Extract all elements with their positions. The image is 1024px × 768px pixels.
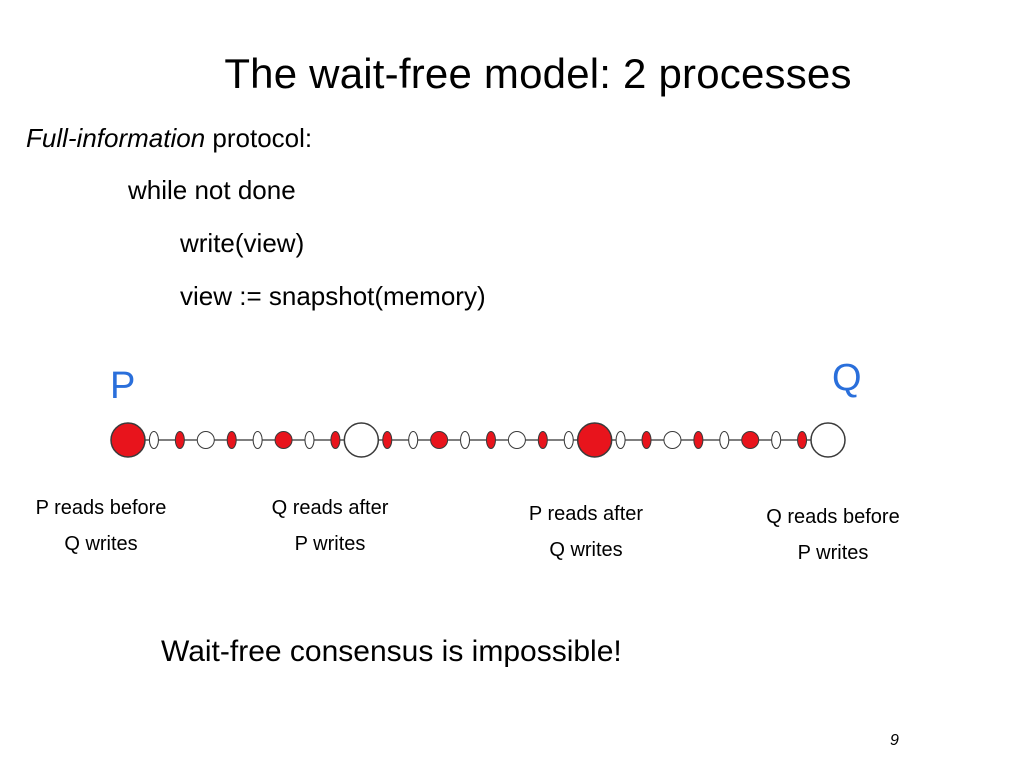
vertex-node-red	[576, 422, 613, 458]
path-node-red	[797, 431, 808, 449]
path-node-white	[719, 431, 730, 449]
caption-line: Q reads after	[271, 497, 389, 519]
process-p-label: P	[110, 365, 136, 407]
caption-line: P reads after	[528, 503, 644, 525]
path-node-red	[226, 431, 237, 449]
path-node-white	[615, 431, 626, 449]
conclusion-text: Wait-free consensus is impossible!	[161, 635, 622, 668]
path-node-red	[741, 431, 760, 449]
path-node-red	[430, 431, 449, 449]
path-node-white	[304, 431, 315, 449]
protocol-intro: Full-information protocol:	[26, 122, 312, 154]
path-node-red	[693, 431, 704, 449]
path-node-red	[641, 431, 652, 449]
path-node-red	[330, 431, 341, 449]
page-number: 9	[890, 732, 899, 749]
code-line-while: while not done	[128, 175, 296, 205]
code-line-write: write(view)	[180, 228, 305, 258]
protocol-name-italic: Full-information	[26, 123, 206, 153]
path-node-red	[485, 431, 496, 449]
slide-title: The wait-free model: 2 processes	[224, 50, 852, 97]
protocol-intro-rest: protocol:	[205, 123, 313, 153]
caption-line: Q writes	[64, 533, 138, 555]
path-node-white	[563, 431, 574, 449]
path-node-red	[274, 431, 293, 449]
path-node-white	[663, 431, 682, 449]
node-group	[110, 422, 846, 458]
path-node-white	[460, 431, 471, 449]
caption-p-reads-before: P reads before Q writes	[16, 490, 186, 562]
process-q-label: Q	[832, 357, 862, 399]
path-node-red	[537, 431, 548, 449]
path-node-white	[148, 431, 159, 449]
path-node-red	[174, 431, 185, 449]
vertex-node-white	[343, 422, 380, 458]
caption-line: Q reads before	[766, 506, 900, 528]
path-node-white	[771, 431, 782, 449]
vertex-node-red	[110, 422, 146, 458]
path-node-red	[382, 431, 393, 449]
caption-line: Q writes	[549, 539, 623, 561]
path-node-white	[408, 431, 419, 449]
caption-line: P writes	[797, 542, 869, 564]
path-node-white	[252, 431, 263, 449]
caption-p-reads-after: P reads after Q writes	[501, 496, 671, 568]
vertex-node-white	[810, 422, 846, 458]
execution-path-diagram	[110, 422, 846, 458]
caption-q-reads-before: Q reads before P writes	[748, 499, 918, 571]
path-node-white	[507, 431, 526, 449]
path-node-white	[196, 431, 215, 449]
caption-line: P writes	[294, 533, 366, 555]
code-line-snapshot: view := snapshot(memory)	[180, 281, 486, 311]
caption-q-reads-after: Q reads after P writes	[245, 490, 415, 562]
caption-line: P reads before	[35, 497, 167, 519]
